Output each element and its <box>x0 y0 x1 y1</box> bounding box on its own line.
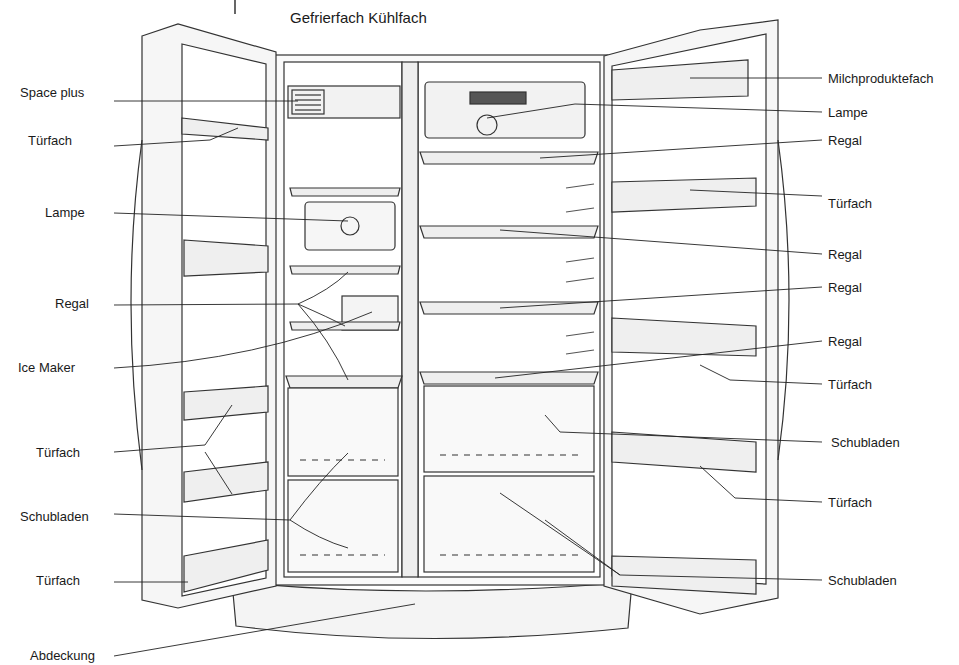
part-label: Türfach <box>36 573 80 588</box>
part-label: Türfach <box>828 196 872 211</box>
part-label: Regal <box>55 296 89 311</box>
part-label: Schubladen <box>831 435 900 450</box>
part-label: Milchproduktefach <box>828 71 934 86</box>
compartment-heading: Gefrierfach Kühlfach <box>290 9 427 27</box>
part-label: Türfach <box>828 495 872 510</box>
part-label: Regal <box>828 247 862 262</box>
part-label: Schubladen <box>828 573 897 588</box>
part-label: Regal <box>828 133 862 148</box>
part-label: Space plus <box>20 85 84 100</box>
part-label: Türfach <box>828 377 872 392</box>
part-label: Regal <box>828 334 862 349</box>
part-label: Lampe <box>45 205 85 220</box>
part-label: Regal <box>828 280 862 295</box>
part-label: Lampe <box>828 105 868 120</box>
part-label: Türfach <box>36 445 80 460</box>
part-label: Ice Maker <box>18 360 75 375</box>
part-label: Schubladen <box>20 509 89 524</box>
part-label: Türfach <box>28 133 72 148</box>
part-label: Abdeckung <box>30 648 95 663</box>
